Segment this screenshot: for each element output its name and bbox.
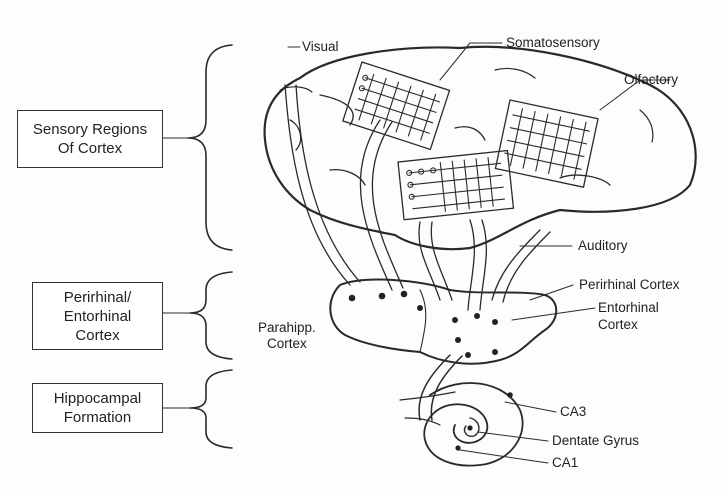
sulcus-1 (320, 95, 353, 125)
perirhinal-box-line2: Entorhinal (64, 307, 132, 326)
hippocampal-formation-box: Hippocampal Formation (32, 383, 163, 433)
somatosensory-grid (343, 62, 450, 149)
label-somatosensory: Somatosensory (506, 35, 600, 51)
hippocampal-box-line1: Hippocampal (54, 389, 142, 408)
label-olfactory: Olfactory (624, 72, 678, 88)
label-ca3: CA3 (560, 404, 586, 420)
label-entorhinal-cortex: Entorhinal Cortex (598, 299, 659, 333)
sensory-box-line2: Of Cortex (33, 139, 147, 158)
somato-pathway (360, 120, 403, 290)
auditory-grid (398, 151, 513, 220)
olfactory-grid (495, 100, 598, 187)
leader-ca1 (460, 450, 548, 463)
auditory-pathway (419, 220, 486, 310)
parahipp-line1: Parahipp. (258, 320, 316, 336)
hippocampal-box-line2: Formation (54, 408, 142, 427)
label-visual: Visual (302, 39, 339, 55)
perirhinal-box-line3: Cortex (64, 326, 132, 345)
sulcus-7 (640, 110, 653, 142)
brace-hippocampal (190, 370, 232, 448)
parahipp-line2: Cortex (258, 336, 316, 352)
visual-pathway (285, 85, 360, 285)
sulcus-5 (330, 170, 365, 185)
brace-perirhinal (190, 272, 232, 359)
leader-ca3 (505, 402, 556, 412)
label-auditory: Auditory (578, 238, 628, 254)
alveus-line (400, 392, 455, 400)
label-perirhinal-cortex: Perirhinal Cortex (579, 277, 680, 293)
sulcus-6 (495, 68, 535, 78)
parahippocampal-region (330, 280, 556, 364)
region-divider (420, 290, 426, 352)
leader-entorhinal (512, 308, 595, 320)
sulcus-3 (455, 127, 485, 140)
alveus-line-2 (405, 418, 440, 425)
leader-dentate (478, 432, 548, 441)
perirhinal-box-line1: Perirhinal/ (64, 288, 132, 307)
sensory-box-line1: Sensory Regions (33, 120, 147, 139)
label-dentate-gyrus: Dentate Gyrus (552, 433, 639, 449)
perirhinal-entorhinal-box: Perirhinal/ Entorhinal Cortex (32, 282, 163, 350)
entorhinal-line2: Cortex (598, 316, 659, 333)
label-parahipp-cortex: Parahipp. Cortex (258, 320, 316, 352)
brace-sensory (188, 45, 232, 250)
entorhinal-line1: Entorhinal (598, 299, 659, 316)
olfactory-pathway (492, 230, 550, 302)
sensory-regions-box: Sensory Regions Of Cortex (17, 110, 163, 168)
label-ca1: CA1 (552, 455, 578, 471)
